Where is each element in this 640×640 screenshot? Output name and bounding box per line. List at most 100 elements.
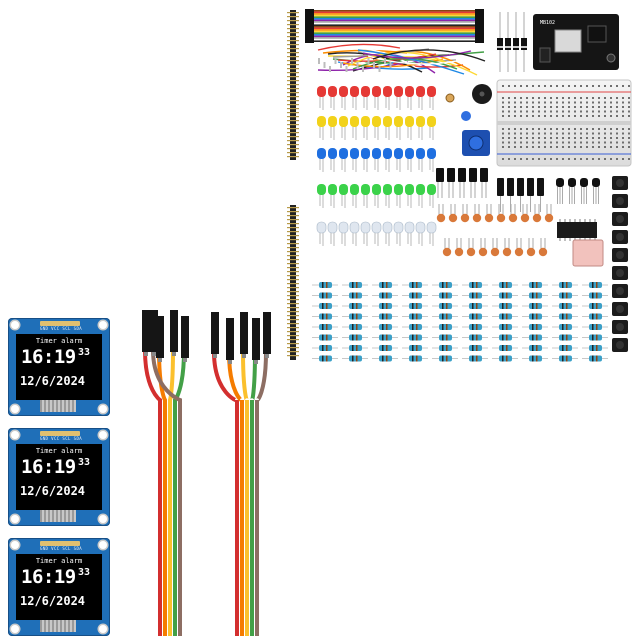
- oled-seconds: 33: [78, 347, 91, 358]
- transistor: [556, 178, 564, 187]
- ceramic-capacitor: [508, 213, 518, 223]
- electrolytic-capacitor: [517, 178, 524, 196]
- resistor: [319, 355, 332, 362]
- ceramic-capacitor: [478, 247, 488, 257]
- resistor: [349, 324, 362, 330]
- resistor: [589, 324, 602, 330]
- resistor: [559, 334, 572, 341]
- ceramic-capacitor: [502, 247, 512, 257]
- dupont-connector: [263, 312, 271, 354]
- ceramic-capacitor: [460, 213, 470, 223]
- dupont-connector: [142, 310, 150, 352]
- ceramic-capacitor: [442, 247, 452, 257]
- led: [361, 86, 370, 97]
- resistor: [409, 345, 422, 351]
- led: [416, 148, 425, 159]
- resistor: [319, 334, 332, 341]
- resistor: [589, 334, 602, 341]
- led: [339, 116, 348, 127]
- resistor: [379, 313, 392, 320]
- led: [416, 116, 425, 127]
- oled-flex-ribbon: [40, 400, 76, 412]
- resistor: [439, 334, 452, 341]
- led: [339, 184, 348, 195]
- resistor: [439, 355, 452, 362]
- led: [405, 116, 414, 127]
- oled-seconds: 33: [78, 567, 91, 578]
- oled-date: 12/6/2024: [20, 594, 86, 608]
- electrolytic-capacitor: [537, 178, 544, 196]
- resistor: [499, 313, 512, 320]
- resistor: [319, 324, 332, 330]
- transistor: [568, 178, 576, 187]
- oled-time: 16:19: [21, 456, 76, 478]
- led: [317, 116, 326, 127]
- photoresistor: [445, 93, 455, 103]
- resistor: [469, 334, 482, 341]
- resistor: [529, 324, 542, 330]
- oled-flex-ribbon: [40, 620, 76, 632]
- diode: [505, 38, 511, 50]
- ceramic-capacitor: [520, 213, 530, 223]
- resistor: [559, 282, 572, 288]
- ceramic-capacitor: [544, 213, 554, 223]
- transistor: [580, 178, 588, 187]
- ceramic-capacitor: [538, 247, 548, 257]
- led: [327, 221, 338, 234]
- resistor: [349, 355, 362, 362]
- dupont-connector: [170, 310, 178, 352]
- rainbow-jumper-ribbon: [305, 9, 484, 43]
- ic-chip: [557, 219, 597, 241]
- resistor: [379, 292, 392, 299]
- diode: [521, 38, 527, 50]
- led: [416, 184, 425, 195]
- ribbon-connector: [475, 9, 484, 43]
- led: [338, 221, 349, 234]
- dupont-connector: [150, 310, 158, 352]
- resistor: [469, 292, 482, 299]
- led: [328, 86, 337, 97]
- led: [393, 221, 404, 234]
- dupont-connector: [181, 316, 189, 358]
- led: [394, 184, 403, 195]
- resistor: [559, 313, 572, 320]
- led: [328, 116, 337, 127]
- oled-pin-header: [40, 321, 80, 326]
- diode: [513, 38, 519, 50]
- led: [372, 184, 381, 195]
- resistor: [559, 324, 572, 330]
- led: [339, 86, 348, 97]
- resistor: [349, 292, 362, 299]
- resistor: [379, 303, 392, 309]
- led: [405, 86, 414, 97]
- resistor: [439, 282, 452, 288]
- relay: [572, 239, 604, 267]
- resistor: [409, 292, 422, 299]
- oled-time: 16:19: [21, 346, 76, 368]
- ceramic-capacitor: [466, 247, 476, 257]
- resistor: [529, 313, 542, 320]
- jumper-wire-bundle: [317, 43, 486, 76]
- ceramic-capacitor: [454, 247, 464, 257]
- potentiometer: [461, 111, 490, 156]
- electrolytic-capacitor: [480, 168, 488, 182]
- breadboard: [496, 79, 632, 167]
- resistor: [319, 303, 332, 309]
- led: [372, 116, 381, 127]
- diode: [497, 38, 503, 50]
- resistor: [559, 292, 572, 299]
- oled-flex-ribbon: [40, 510, 76, 522]
- led: [328, 184, 337, 195]
- electrolytic-capacitor: [436, 168, 444, 182]
- led: [350, 86, 359, 97]
- dupont-connector: [226, 318, 234, 360]
- electrolytic-capacitor: [527, 178, 534, 196]
- resistor: [469, 355, 482, 362]
- resistor: [499, 345, 512, 351]
- led-rows: [316, 86, 437, 246]
- transistor: [592, 178, 600, 187]
